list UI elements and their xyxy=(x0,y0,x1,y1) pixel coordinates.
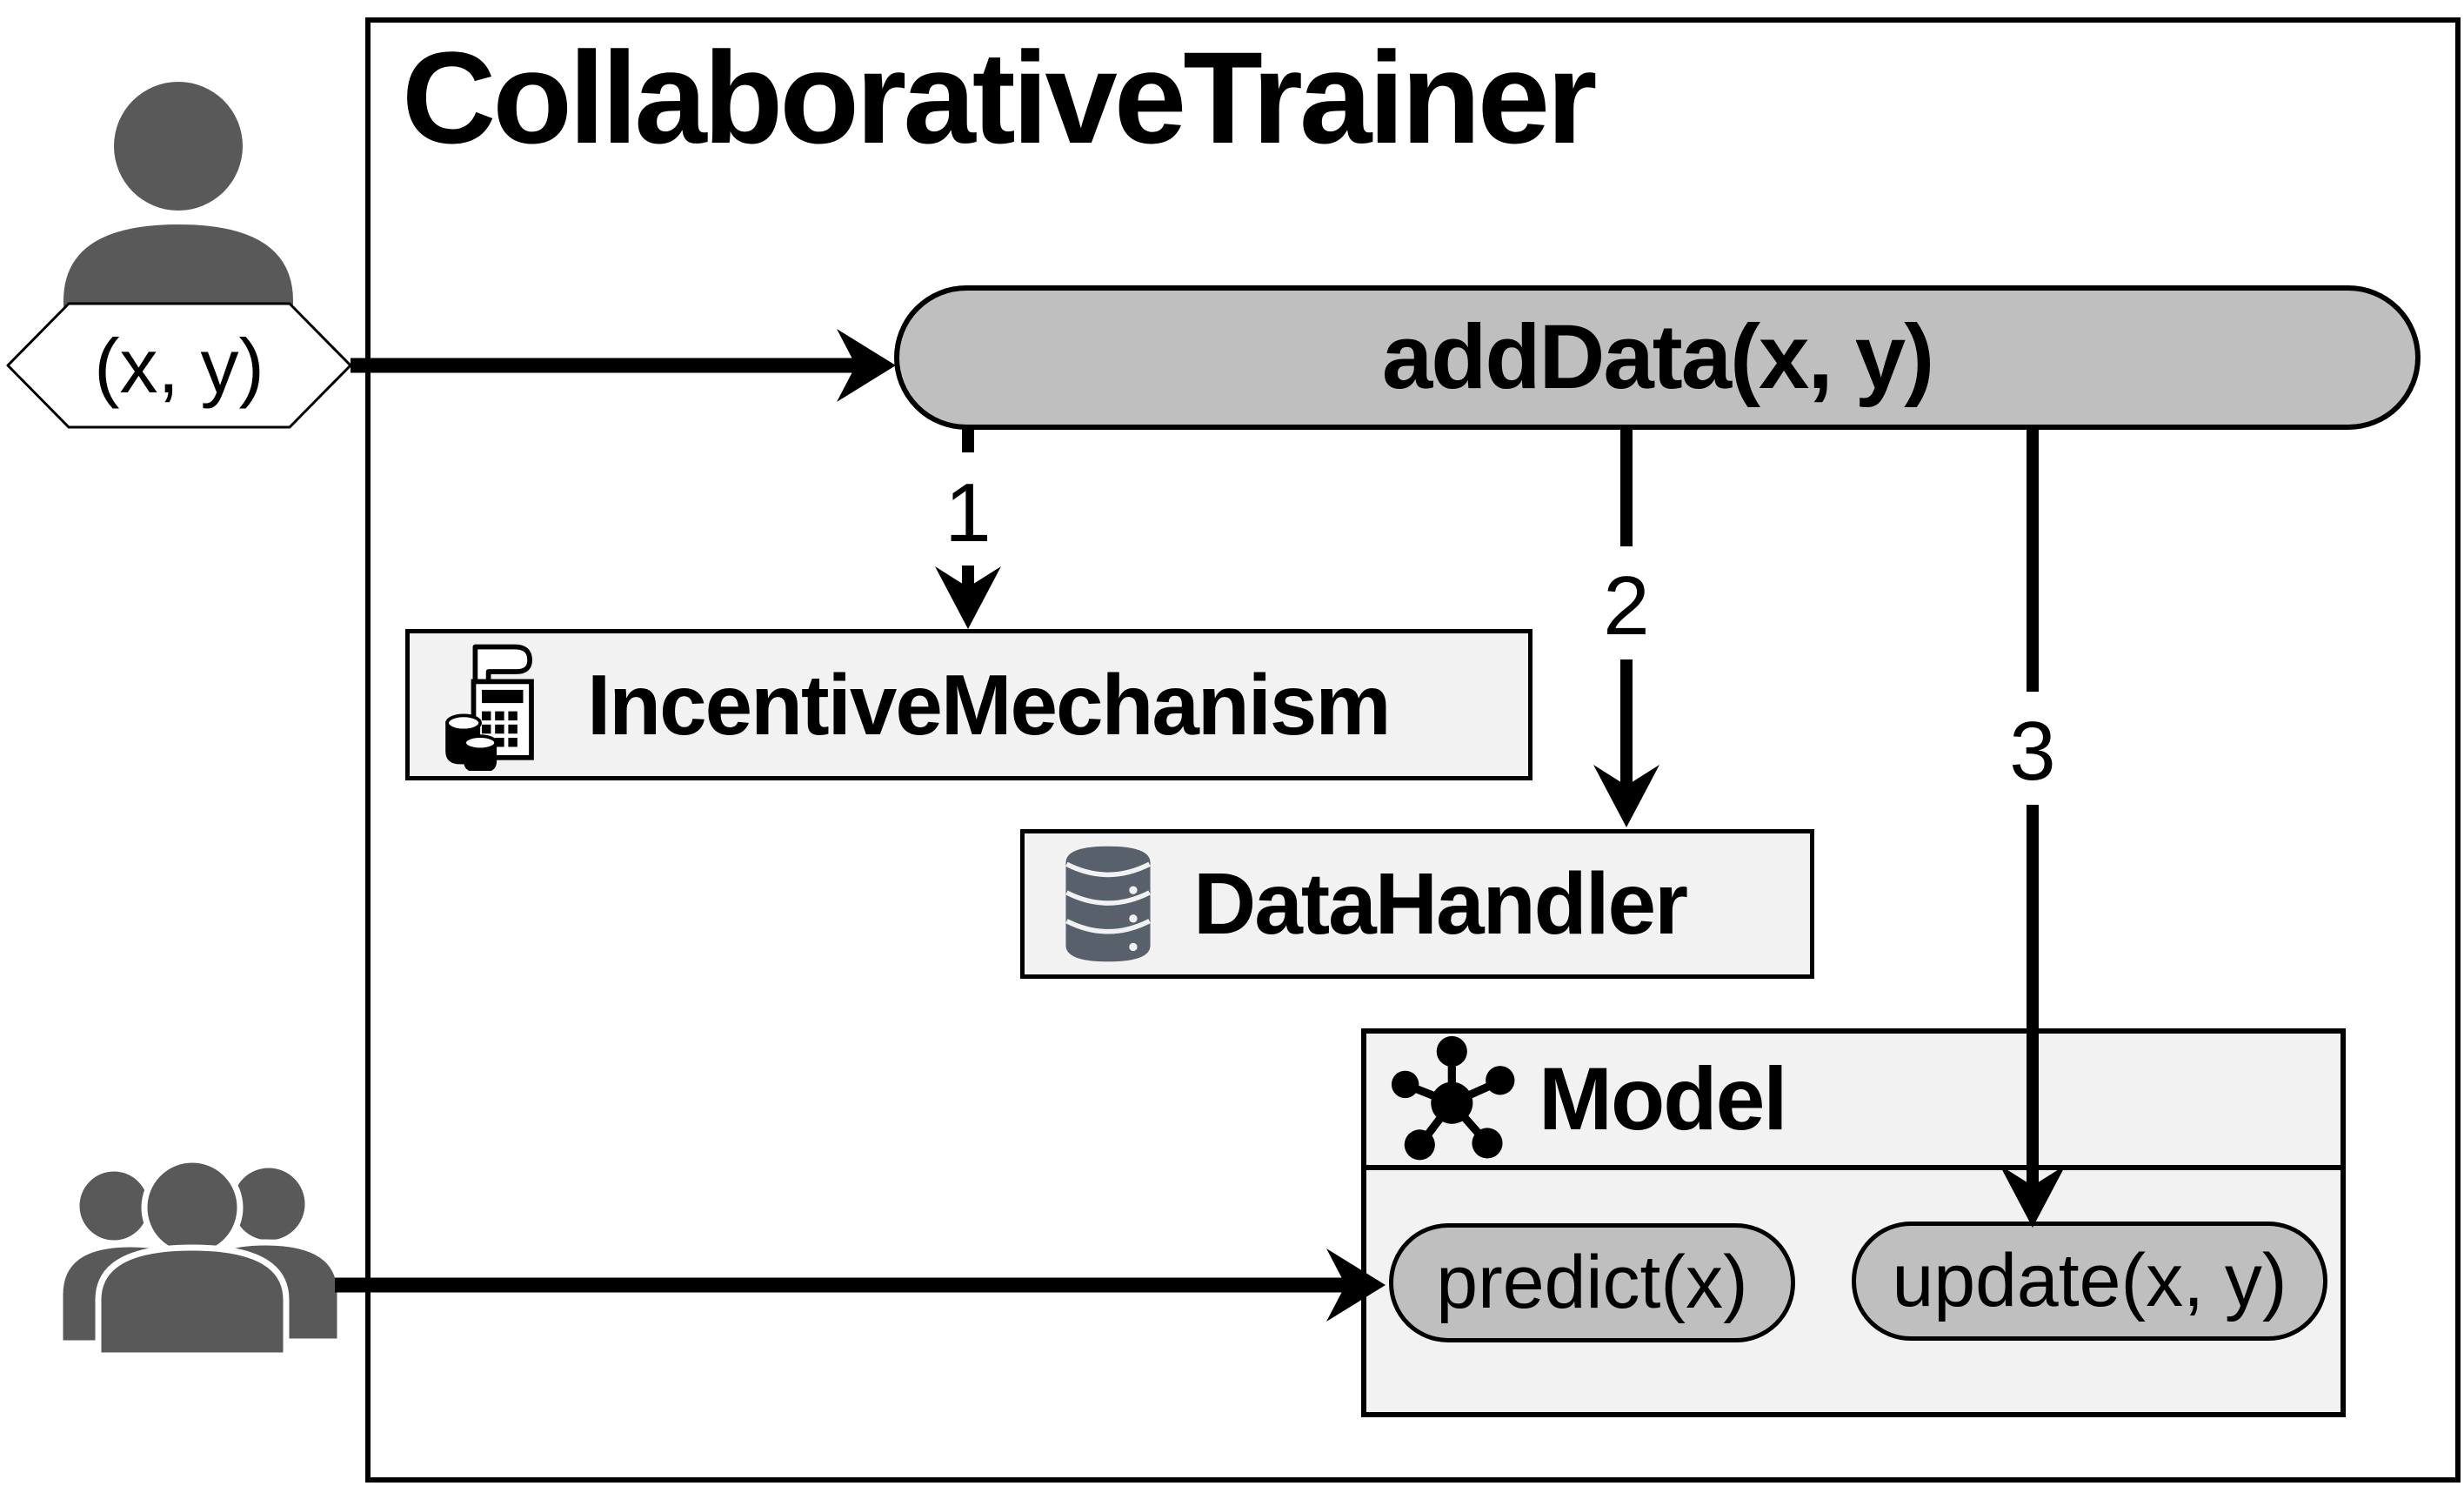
model-box: Model predict(x) update(x, y) xyxy=(1361,1028,2346,1417)
input-tuple-label: (x, y) xyxy=(94,323,264,409)
update-label: update(x, y) xyxy=(1892,1239,2287,1322)
adddata-label: addData(x, y) xyxy=(1381,306,1934,408)
diagram-title: CollaborativeTrainer xyxy=(402,24,1597,171)
predict-method-pill: predict(x) xyxy=(1389,1223,1795,1342)
data-handler-label: DataHandler xyxy=(1193,854,1688,953)
predict-label: predict(x) xyxy=(1436,1241,1748,1324)
database-icon xyxy=(1065,846,1151,962)
update-method-pill: update(x, y) xyxy=(1852,1222,2327,1341)
people-icon xyxy=(57,1156,344,1357)
incentive-mechanism-box: IncentiveMechanism xyxy=(405,629,1532,780)
incentive-mechanism-label: IncentiveMechanism xyxy=(587,656,1392,753)
collaborative-trainer-box xyxy=(365,17,2461,1483)
input-tuple-bubble: (x, y) xyxy=(6,302,352,429)
model-header: Model xyxy=(1366,1034,2340,1170)
cash-register-icon xyxy=(445,644,534,771)
data-handler-box: DataHandler xyxy=(1020,829,1814,979)
hub-network-icon xyxy=(1391,1035,1515,1160)
model-body: predict(x) update(x, y) xyxy=(1366,1170,2340,1412)
model-label: Model xyxy=(1539,1049,1788,1148)
adddata-method-pill: addData(x, y) xyxy=(894,285,2421,430)
